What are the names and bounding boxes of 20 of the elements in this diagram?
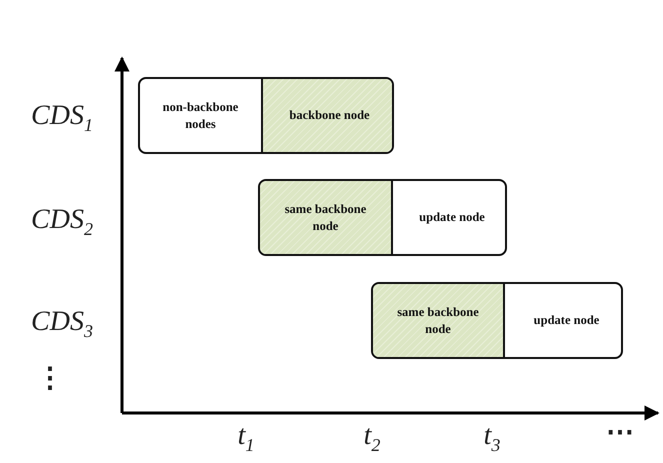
- shaded-segment: [260, 181, 391, 254]
- timeline-bar: [371, 282, 623, 359]
- shaded-segment: [373, 284, 503, 357]
- segment-label: non-backbone nodes: [162, 98, 240, 132]
- row-label: CDS$_{2}$: [31, 204, 93, 240]
- segment-label: backbone node: [288, 107, 371, 124]
- time-label: t$_{2}$: [364, 420, 380, 456]
- row-label: CDS$_{3}$: [31, 306, 93, 342]
- ellipsis: ⋯: [606, 416, 634, 449]
- timeline-bar: [138, 77, 394, 154]
- shaded-segment: [261, 79, 392, 152]
- segment-label: same backbone node: [284, 200, 368, 234]
- row-label: CDS$_{1}$: [31, 100, 93, 136]
- time-label: t$_{1}$: [238, 420, 254, 456]
- segment-label: update node: [532, 312, 600, 329]
- segment-label: update node: [418, 209, 486, 226]
- segment-label: same backbone node: [396, 304, 480, 338]
- time-label: t$_{3}$: [484, 420, 500, 456]
- ellipsis: ⋮: [36, 362, 64, 395]
- timeline-bar: [258, 179, 507, 256]
